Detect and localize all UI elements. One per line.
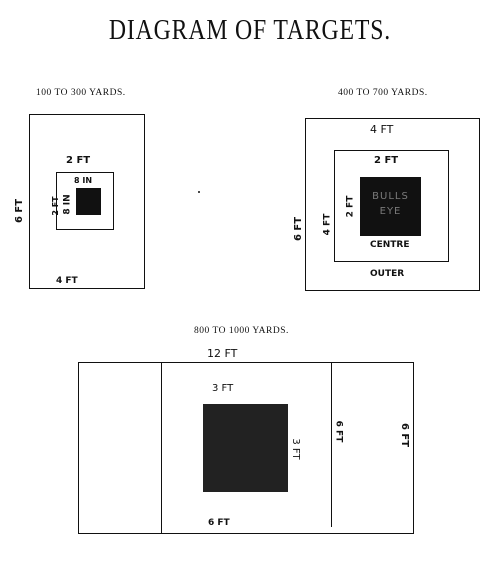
centre-label: CENTRE	[370, 240, 410, 250]
overall-width-label: 12 FT	[207, 347, 238, 360]
bull-height-label: 8 IN	[62, 194, 73, 215]
outer-height-label: 6 FT	[293, 216, 304, 242]
inner-divider-left	[161, 362, 162, 534]
outer-width-label: 4 FT	[56, 276, 78, 286]
target-long-range-outer	[78, 362, 414, 534]
outer-height-label: 6 FT	[399, 422, 410, 448]
inner-height-label: 6 FT	[333, 420, 344, 443]
outer-height-label: 6 FT	[14, 198, 25, 224]
centre-width-label: 2 FT	[374, 155, 399, 166]
page-title: DIAGRAM OF TARGETS.	[108, 14, 392, 46]
range-label-100-300: 100 TO 300 YARDS.	[36, 88, 126, 98]
inner-height-label: 2 FT	[51, 196, 60, 216]
outer-width-label: 4 FT	[370, 123, 394, 136]
target-mid-range-outer	[305, 118, 480, 291]
outer-label: OUTER	[370, 269, 405, 279]
bull-width-label: 8 IN	[74, 176, 93, 185]
centre-height-label: 4 FT	[322, 213, 333, 236]
inner-width-label: 2 FT	[66, 155, 91, 166]
range-label-800-1000: 800 TO 1000 YARDS.	[194, 326, 289, 336]
target-mid-range-centre	[334, 150, 449, 262]
bulls-eye-label: BULLS EYE	[372, 191, 409, 217]
target-short-range-inner	[56, 172, 114, 230]
target-short-range-outer	[29, 114, 145, 289]
bull-height-label: 3 FT	[290, 438, 301, 460]
bottom-width-label: 6 FT	[208, 518, 230, 528]
target-short-range-bull	[76, 188, 101, 215]
ink-dot	[198, 191, 200, 193]
inner-divider-right	[331, 362, 332, 527]
target-long-range-bull	[203, 404, 288, 492]
target-mid-range-bull	[360, 177, 421, 236]
bull-width-label: 3 FT	[212, 383, 234, 394]
range-label-400-700: 400 TO 700 YARDS.	[338, 88, 428, 98]
bull-height-label: 2 FT	[345, 195, 356, 218]
